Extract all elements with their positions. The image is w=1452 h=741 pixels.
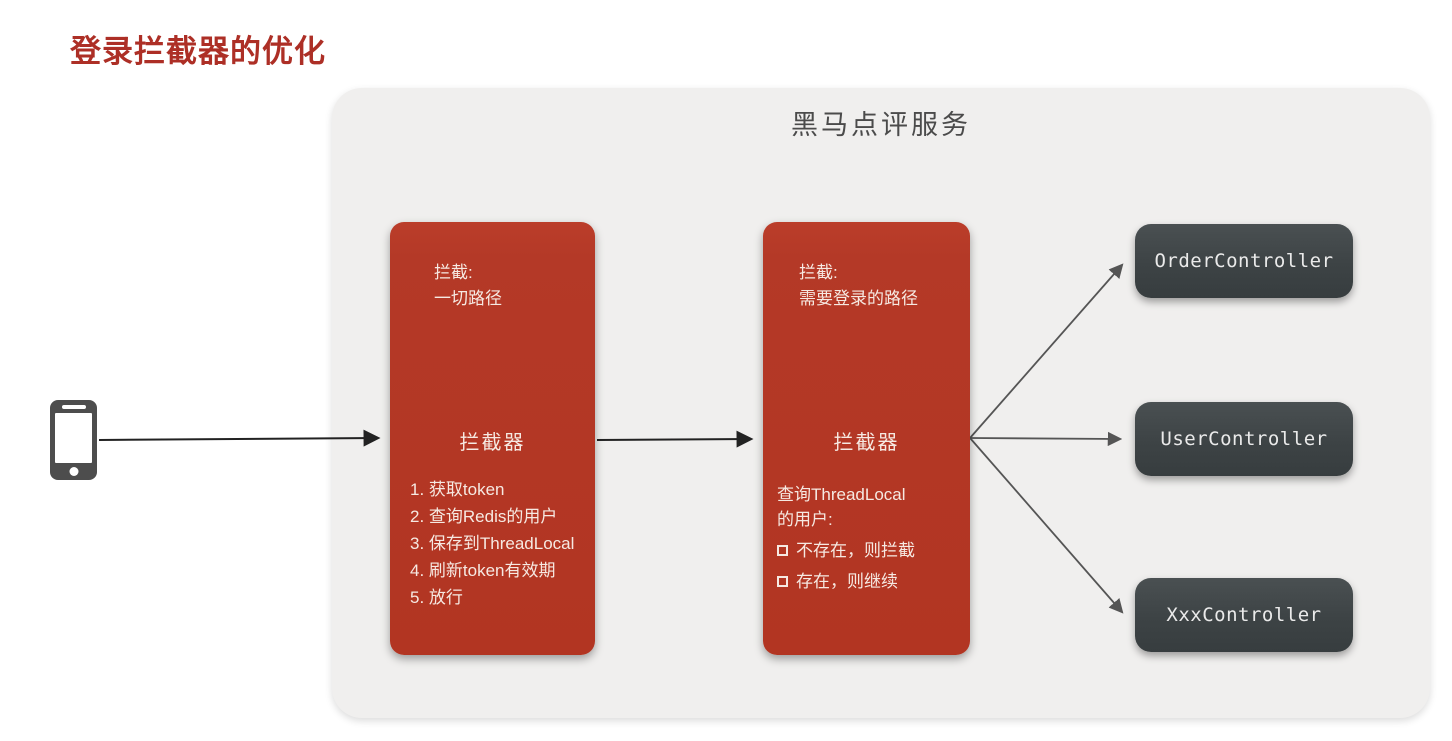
- interceptor2-scope-label: 拦截:: [799, 263, 838, 282]
- interceptor1-box: 拦截: 一切路径 拦截器 1. 获取token 2. 查询Redis的用户 3.…: [390, 222, 595, 655]
- interceptor1-steps: 1. 获取token 2. 查询Redis的用户 3. 保存到ThreadLoc…: [410, 476, 591, 611]
- page-title: 登录拦截器的优化: [70, 34, 326, 69]
- controller-box-user: UserController: [1135, 402, 1353, 476]
- threadlocal-query-line2: 的用户:: [777, 510, 833, 529]
- controller-box-order: OrderController: [1135, 224, 1353, 298]
- controller-label: OrderController: [1154, 250, 1334, 272]
- phone-home-button: [69, 467, 78, 476]
- interceptor2-name: 拦截器: [833, 432, 900, 454]
- step-item: 1. 获取token: [410, 480, 505, 499]
- step-item: 4. 刷新token有效期: [410, 561, 556, 580]
- controller-box-xxx: XxxController: [1135, 578, 1353, 652]
- phone-screen: [55, 413, 92, 463]
- interceptor2-scope-value: 需要登录的路径: [799, 289, 918, 308]
- step-item: 2. 查询Redis的用户: [410, 507, 558, 526]
- service-panel-title: 黑马点评服务: [791, 110, 971, 140]
- interceptor2-box: 拦截: 需要登录的路径 拦截器 查询ThreadLocal 的用户: 不存在，则…: [763, 222, 970, 655]
- interceptor2-scope: 拦截: 需要登录的路径: [799, 260, 918, 312]
- check-label: 不存在，则拦截: [796, 541, 915, 560]
- interceptor2-body: 查询ThreadLocal 的用户: 不存在，则拦截 存在，则继续: [777, 482, 966, 594]
- threadlocal-query-line1: 查询ThreadLocal: [777, 485, 906, 504]
- checkbox-icon: [777, 576, 788, 587]
- interceptor1-name: 拦截器: [459, 432, 526, 454]
- interceptor1-scope-value: 一切路径: [434, 289, 502, 308]
- interceptor1-scope: 拦截: 一切路径: [434, 260, 502, 312]
- step-item: 5. 放行: [410, 588, 463, 607]
- smartphone-icon: [50, 400, 97, 480]
- controller-label: UserController: [1160, 428, 1328, 450]
- controller-label: XxxController: [1166, 604, 1322, 626]
- checkbox-icon: [777, 545, 788, 556]
- step-item: 3. 保存到ThreadLocal: [410, 534, 575, 553]
- interceptor1-scope-label: 拦截:: [434, 263, 473, 282]
- check-item: 不存在，则拦截: [777, 538, 966, 563]
- check-label: 存在，则继续: [796, 572, 898, 591]
- check-item: 存在，则继续: [777, 569, 966, 594]
- phone-speaker: [61, 405, 86, 409]
